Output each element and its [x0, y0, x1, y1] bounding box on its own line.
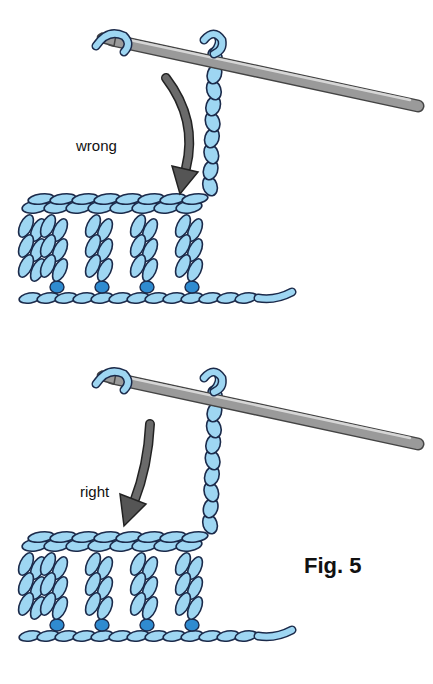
- stitch-base: [185, 281, 199, 293]
- arrow-head: [172, 166, 198, 194]
- yarn-loop: [94, 595, 115, 622]
- arrow-shaft-outline: [166, 78, 189, 168]
- yarn-strand: [96, 372, 128, 390]
- arrow-shaft: [166, 78, 189, 168]
- yarn-outline: [96, 34, 128, 52]
- stitch-base: [185, 619, 199, 631]
- yarn-loop: [49, 595, 70, 622]
- arrow-head: [120, 494, 146, 526]
- yarn-loop: [139, 595, 160, 622]
- hook-shaft: [112, 378, 418, 444]
- yarn-strand: [204, 34, 222, 54]
- hook-shaft: [112, 40, 418, 106]
- hook-highlight: [125, 39, 410, 100]
- yarn-outline: [204, 34, 222, 54]
- stitch-label: wrong: [76, 137, 117, 154]
- stitch-base: [95, 619, 109, 631]
- hook-outline: [112, 378, 418, 444]
- hook-outline: [112, 40, 418, 106]
- yarn-loop: [49, 257, 70, 284]
- yarn-loop: [181, 192, 208, 206]
- yarn-loop: [184, 595, 205, 622]
- yarn-strand: [204, 372, 222, 392]
- yarn-outline: [96, 372, 128, 390]
- stitch-label: right: [80, 483, 109, 500]
- arrow-shaft: [134, 424, 150, 502]
- right-panel: [15, 371, 418, 643]
- yarn-outline: [258, 292, 292, 299]
- yarn-strand: [258, 630, 292, 637]
- arrow-shaft-outline: [134, 424, 150, 502]
- stitch-base: [140, 281, 154, 293]
- stitch-base: [50, 619, 64, 631]
- yarn-outline: [204, 372, 222, 392]
- hook-highlight: [125, 377, 410, 438]
- yarn-loop: [181, 530, 208, 544]
- yarn-strand: [258, 292, 292, 299]
- yarn-loop: [184, 257, 205, 284]
- yarn-outline: [258, 630, 292, 637]
- stitch-base: [50, 281, 64, 293]
- yarn-strand: [96, 34, 128, 52]
- yarn-loop: [94, 257, 115, 284]
- wrong-panel: [15, 33, 418, 305]
- stitch-base: [95, 281, 109, 293]
- stitch-base: [140, 619, 154, 631]
- figure-number: Fig. 5: [304, 553, 361, 579]
- yarn-loop: [139, 257, 160, 284]
